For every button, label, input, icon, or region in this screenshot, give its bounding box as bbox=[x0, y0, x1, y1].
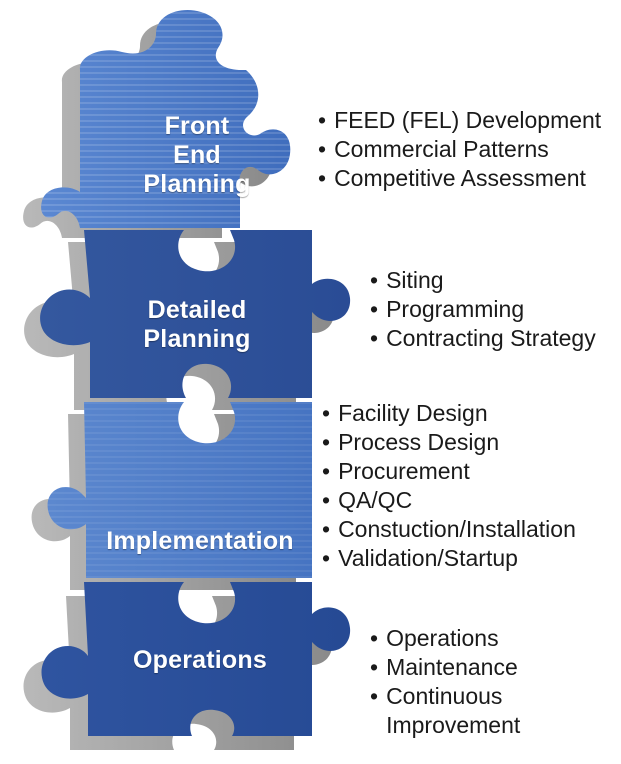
bullet-item: Commercial Patterns bbox=[318, 135, 601, 164]
bullet-item: Constuction/Installation bbox=[322, 515, 576, 544]
bullets-operations: Operations Maintenance Continuous Improv… bbox=[370, 624, 520, 740]
piece-detailed-planning bbox=[24, 230, 351, 410]
bullet-item: Contracting Strategy bbox=[370, 324, 596, 353]
piece-front-end-planning bbox=[23, 10, 291, 238]
label-line: Operations bbox=[133, 646, 267, 674]
bullets-front-end-planning: FEED (FEL) Development Commercial Patter… bbox=[318, 106, 601, 193]
label-line: Planning bbox=[143, 170, 251, 198]
label-front-end-planning: Front End Planning bbox=[132, 112, 262, 199]
bullet-item: Process Design bbox=[322, 428, 576, 457]
bullet-item: Procurement bbox=[322, 457, 576, 486]
piece-detailed-planning-face bbox=[40, 230, 351, 398]
label-line: Detailed bbox=[147, 296, 247, 324]
label-line: End bbox=[173, 141, 221, 169]
label-line: Implementation bbox=[106, 527, 294, 555]
bullet-item: Continuous bbox=[370, 682, 520, 711]
bullet-item: Operations bbox=[370, 624, 520, 653]
bullet-item: Siting bbox=[370, 266, 596, 295]
piece-operations bbox=[23, 582, 351, 750]
label-implementation: Implementation bbox=[102, 527, 298, 556]
bullet-item: Maintenance bbox=[370, 653, 520, 682]
bullets-implementation: Facility Design Process Design Procureme… bbox=[322, 399, 576, 573]
bullet-item: Improvement bbox=[386, 712, 521, 738]
label-line: Front bbox=[164, 112, 230, 140]
bullet-item: Facility Design bbox=[322, 399, 576, 428]
bullet-item: Competitive Assessment bbox=[318, 164, 601, 193]
bullet-item: FEED (FEL) Development bbox=[318, 106, 601, 135]
piece-implementation bbox=[31, 402, 313, 590]
bullet-item: Programming bbox=[370, 295, 596, 324]
label-operations: Operations bbox=[120, 646, 280, 675]
bullet-item: QA/QC bbox=[322, 486, 576, 515]
bullet-item: Validation/Startup bbox=[322, 544, 576, 573]
label-line: Planning bbox=[143, 325, 251, 353]
bullets-detailed-planning: Siting Programming Contracting Strategy bbox=[370, 266, 596, 353]
label-detailed-planning: Detailed Planning bbox=[122, 296, 272, 354]
piece-operations-face bbox=[41, 582, 351, 736]
